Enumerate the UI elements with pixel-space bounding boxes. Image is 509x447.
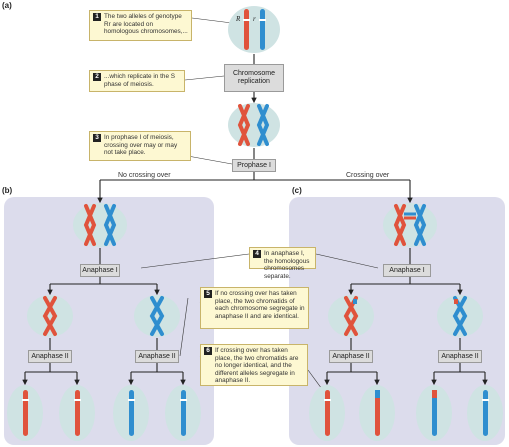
red-chromatid-icon <box>7 385 43 441</box>
panel-label-b: (b) <box>2 186 13 195</box>
blue-chromatid-icon <box>467 385 503 441</box>
step-number-4: 4 <box>253 250 261 258</box>
step-text-2: ...which replicate in the S phase of mei… <box>104 73 176 88</box>
step-text-6: If crossing over has taken place, the tw… <box>215 347 299 385</box>
recombinant-blue-chromosome-icon <box>437 295 483 337</box>
step-text-5: If no crossing over has taken place, the… <box>215 290 305 320</box>
gamete-left-1 <box>6 384 44 442</box>
stage-anaphase-2-d: Anaphase II <box>438 350 482 363</box>
blue-chromosome-icon <box>134 295 180 337</box>
red-chromatid-icon <box>59 385 95 441</box>
step-note-3: 3 In prophase I of meiosis, crossing ove… <box>89 131 191 161</box>
gamete-right-4 <box>466 384 504 442</box>
stage-anaphase-1-right: Anaphase I <box>383 264 431 277</box>
replicated-chromosomes-icon <box>228 103 280 147</box>
panel-label-a: (a) <box>2 1 12 10</box>
blue-chromatid-icon <box>165 385 201 441</box>
stage-prophase-1: Prophase I <box>232 159 276 172</box>
allele-label-dominant: R <box>236 15 241 23</box>
recombinant-red-chromosome-icon <box>328 295 374 337</box>
branch-label-no-crossing-over: No crossing over <box>118 172 171 179</box>
stage-anaphase-2-c: Anaphase II <box>329 350 373 363</box>
red-chromatid-icon <box>309 385 345 441</box>
cell-anaphase1-left-red <box>26 294 74 338</box>
cell-anaphase1-right-red <box>327 294 375 338</box>
gamete-left-3 <box>112 384 150 442</box>
step-number-2: 2 <box>93 73 101 81</box>
branch-label-crossing-over: Crossing over <box>346 172 390 179</box>
step-text-3: In prophase I of meiosis, crossing over … <box>104 134 178 157</box>
step-text-1: The two alleles of genotype Rr are locat… <box>104 13 188 36</box>
homologous-chromosomes-icon <box>228 6 280 53</box>
cell-prophase-no-crossover <box>72 202 128 248</box>
allele-label-recessive: r <box>253 15 256 23</box>
step-note-5: 5 If no crossing over has taken place, t… <box>200 287 309 329</box>
gamete-left-4 <box>164 384 202 442</box>
crossover-chromosome-pair-icon <box>383 203 437 247</box>
gamete-right-3 <box>415 384 453 442</box>
panel-label-c: (c) <box>292 186 302 195</box>
recombinant-chromatid-icon <box>359 385 395 441</box>
cell-genotype-rr: R r <box>227 5 281 54</box>
step-note-2: 2 ...which replicate in the S phase of m… <box>89 70 185 92</box>
cell-anaphase1-left-blue <box>133 294 181 338</box>
step-number-6: 6 <box>204 347 212 355</box>
gamete-left-2 <box>58 384 96 442</box>
stage-anaphase-2-b: Anaphase II <box>135 350 179 363</box>
step-note-1: 1 The two alleles of genotype Rr are loc… <box>89 10 192 41</box>
step-number-5: 5 <box>204 290 212 298</box>
blue-chromatid-icon <box>113 385 149 441</box>
stage-anaphase-2-a: Anaphase II <box>28 350 72 363</box>
cell-prophase-crossover <box>382 202 438 248</box>
step-number-1: 1 <box>93 13 101 21</box>
red-chromosome-icon <box>27 295 73 337</box>
step-text-4: In anaphase I, the homologous chromosome… <box>264 250 310 280</box>
stage-chromosome-replication: Chromosome replication <box>224 64 284 92</box>
step-note-4: 4 In anaphase I, the homologous chromoso… <box>249 247 316 280</box>
step-number-3: 3 <box>93 134 101 142</box>
cell-replicated-chromosomes <box>227 102 281 148</box>
cell-anaphase1-right-blue <box>436 294 484 338</box>
stage-anaphase-1-left: Anaphase I <box>80 264 120 277</box>
step-note-6: 6 If crossing over has taken place, the … <box>200 344 308 386</box>
recombinant-chromatid-icon <box>416 385 452 441</box>
gamete-right-2 <box>358 384 396 442</box>
chromosome-pair-icon <box>73 203 127 247</box>
gamete-right-1 <box>308 384 346 442</box>
